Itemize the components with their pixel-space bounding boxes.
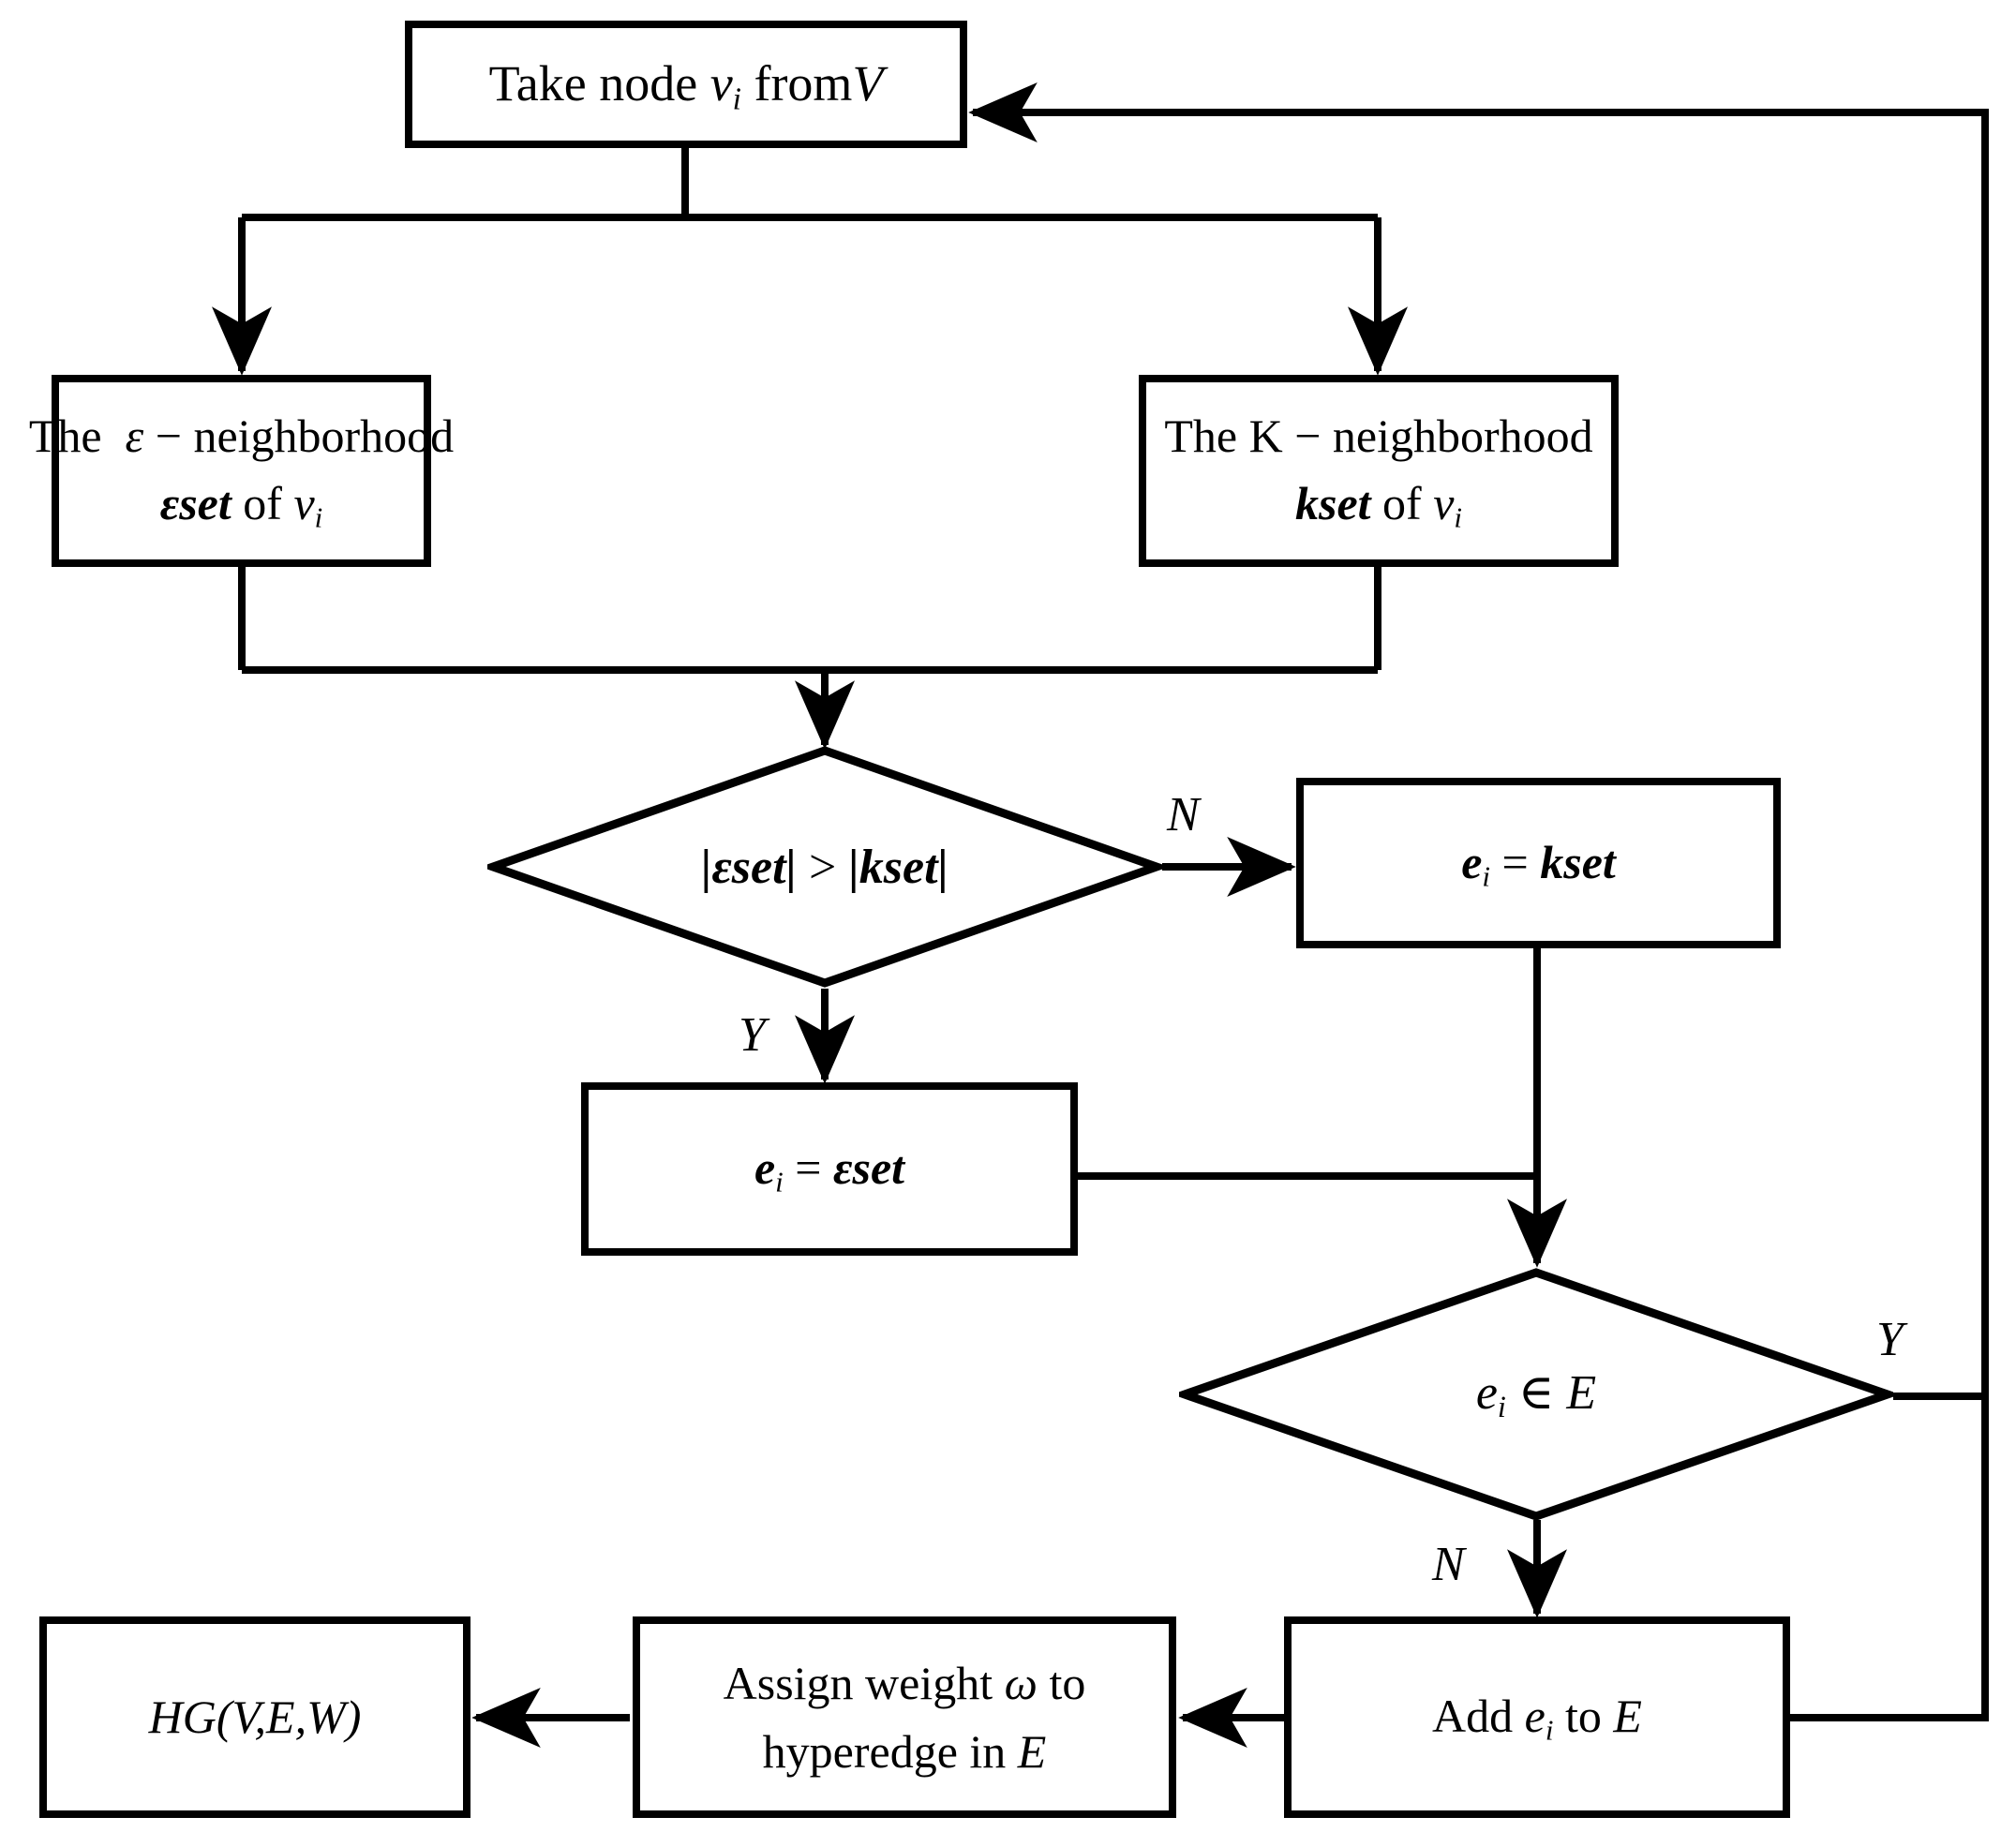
ei-in-E-shape <box>1179 1268 1893 1521</box>
edge-label-in-e-yes: Y <box>1876 1313 1904 1366</box>
node-compare-sizes-label: |εset| > |kset| <box>701 840 948 894</box>
node-assign-weight: Assign weight ω to hyperedge in E <box>633 1616 1176 1818</box>
node-ei-equals-epsset: ei = εset <box>581 1082 1078 1256</box>
node-take-node-label: Take node vi fromV <box>488 54 884 116</box>
node-assign-weight-line2: hyperedge in E <box>762 1724 1047 1778</box>
node-take-node: Take node vi fromV <box>405 21 967 148</box>
node-ei-equals-epsset-label: ei = εset <box>754 1141 905 1199</box>
node-eps-neighborhood-line2: εset of vi <box>159 477 323 535</box>
node-ei-in-E: ei ∈ E <box>1179 1267 1893 1522</box>
node-assign-weight-line1: Assign weight ω to <box>723 1657 1086 1709</box>
node-ei-in-E-label: ei ∈ E <box>1475 1365 1597 1423</box>
node-eps-neighborhood: The ε − neighborhood εset of vi <box>29 375 454 567</box>
node-hypergraph-label: HG(V,E,W) <box>148 1691 362 1744</box>
node-add-ei-to-E: Add ei to E <box>1284 1616 1790 1818</box>
node-eps-neighborhood-line1: The ε − neighborhood <box>28 409 455 462</box>
node-ei-equals-kset: ei = kset <box>1296 778 1781 948</box>
node-k-neighborhood-line2: kset of vi <box>1294 477 1463 535</box>
node-hypergraph: HG(V,E,W) <box>39 1616 470 1818</box>
node-add-ei-to-E-label: Add ei to E <box>1432 1690 1642 1747</box>
node-k-neighborhood-line1: The K − neighborhood <box>1164 409 1593 462</box>
edge-label-compare-yes: Y <box>739 1008 766 1062</box>
edge-label-compare-no: N <box>1167 788 1200 842</box>
node-k-neighborhood: The K − neighborhood kset of vi <box>1139 375 1619 567</box>
node-ei-equals-kset-label: ei = kset <box>1461 835 1616 893</box>
node-compare-sizes: |εset| > |kset| <box>487 745 1162 989</box>
edge-label-in-e-no: N <box>1432 1538 1465 1591</box>
compare-sizes-shape <box>487 746 1162 988</box>
